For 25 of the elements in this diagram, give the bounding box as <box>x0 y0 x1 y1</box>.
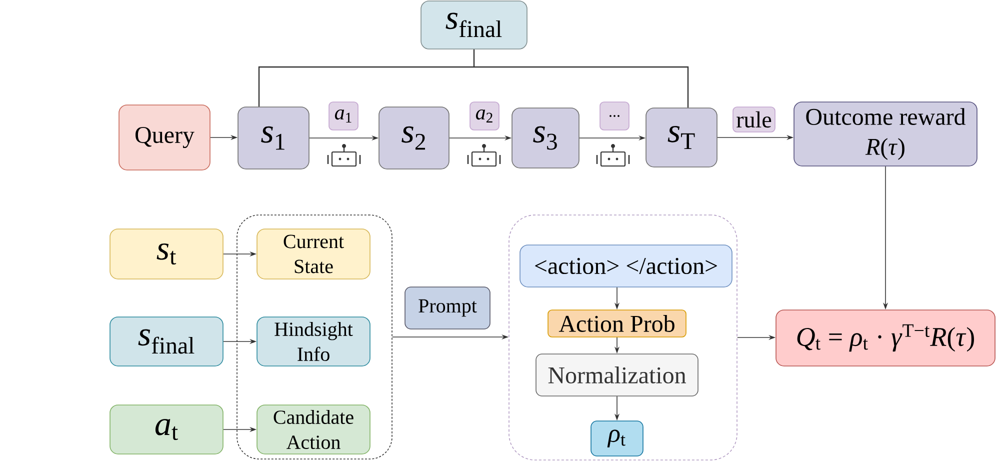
reward-box: Outcome reward R(τ) <box>794 102 978 166</box>
action-box: a$_{t}$ <box>110 404 224 454</box>
input-box: Current State <box>256 228 370 280</box>
rule-tag: rule <box>732 106 776 132</box>
state-box: s$_{final}$ <box>110 316 224 366</box>
process-box: Normalization <box>536 354 698 396</box>
action-tag: a$_{1}$ <box>328 102 358 130</box>
state-box: s$_{T}$ <box>646 108 718 168</box>
action-tag: ... <box>600 102 630 130</box>
dashed-group-box <box>508 214 738 460</box>
input-box: Candidate Action <box>256 404 370 454</box>
tag-box: <action> </action> <box>520 244 732 288</box>
prompt-box: Prompt <box>404 286 490 330</box>
query-box: Query <box>118 104 210 170</box>
state-box: s$_{final}$ <box>420 0 528 50</box>
dashed-group-box <box>236 214 392 460</box>
state-box: s$_{3}$ <box>512 108 580 168</box>
state-box: s$_{2}$ <box>378 106 450 170</box>
action-tag: a$_{2}$ <box>470 102 500 130</box>
state-box: s$_{1}$ <box>238 106 310 170</box>
input-box: Hindsight Info <box>256 316 370 366</box>
state-box: s$_{t}$ <box>110 228 224 280</box>
output-box: ρ$_{t}$ <box>590 420 644 456</box>
process-box: Action Prob <box>548 310 686 338</box>
formula-box: Q$_{t}$ = ρ$_{t}$ · γ$^{T−t}$R(τ) <box>776 310 996 366</box>
